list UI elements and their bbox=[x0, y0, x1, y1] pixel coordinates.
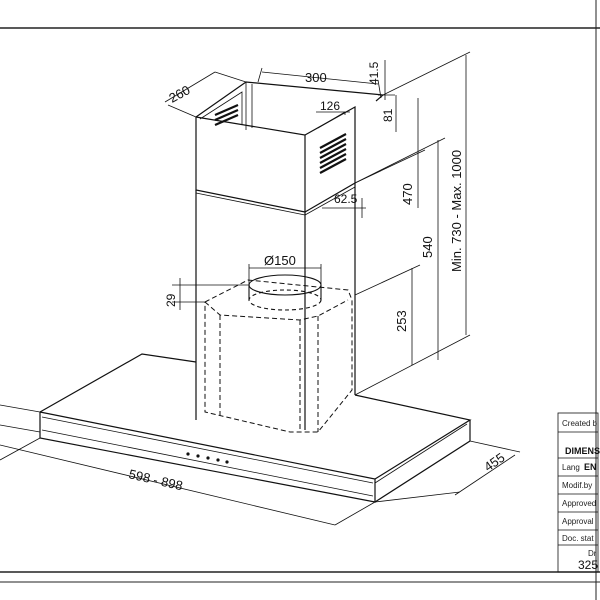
tb-created-by: Created b bbox=[562, 419, 598, 428]
title-block bbox=[557, 412, 599, 573]
dim-vent-height: 81 bbox=[381, 108, 395, 122]
tb-drawing-number: 325 bbox=[578, 558, 598, 572]
dim-vent-width: 126 bbox=[320, 99, 340, 113]
dim-top-depth: 260 bbox=[166, 82, 192, 105]
tb-drawing-label: Dr bbox=[588, 549, 597, 558]
dimension-lines bbox=[0, 51, 521, 526]
dim-offset: 62.5 bbox=[334, 192, 358, 206]
tb-lang-label: Lang bbox=[562, 463, 580, 472]
dim-canopy-width: 598 - 898 bbox=[127, 466, 184, 493]
dim-duct-diameter: Ø150 bbox=[264, 253, 296, 268]
tb-approval: Approval bbox=[562, 517, 594, 526]
motor-body-hidden bbox=[204, 279, 353, 433]
tb-modif-by: Modif.by bbox=[562, 481, 592, 490]
dim-top-height: 41.5 bbox=[367, 61, 381, 85]
dim-chimney-height: 470 bbox=[400, 183, 415, 205]
canopy bbox=[39, 353, 472, 503]
dim-range: Min. 730 - Max. 1000 bbox=[449, 150, 464, 272]
vent-grille-left bbox=[214, 103, 239, 127]
tb-dimensions: DIMENS bbox=[565, 446, 600, 456]
control-buttons bbox=[186, 452, 229, 464]
tb-approved: Approved bbox=[562, 499, 596, 508]
dim-chimney-full: 540 bbox=[420, 236, 435, 258]
dim-top-width: 300 bbox=[305, 70, 327, 85]
chimney-lower bbox=[195, 183, 356, 430]
vent-grille-right bbox=[319, 133, 347, 174]
duct-collar bbox=[248, 274, 322, 311]
dim-canopy-depth: 455 bbox=[481, 450, 507, 475]
tb-doc-status: Doc. stat bbox=[562, 534, 594, 543]
dim-collar-height: 29 bbox=[164, 293, 178, 307]
dim-body-height: 253 bbox=[394, 310, 409, 332]
tb-lang-value: EN bbox=[584, 462, 597, 472]
